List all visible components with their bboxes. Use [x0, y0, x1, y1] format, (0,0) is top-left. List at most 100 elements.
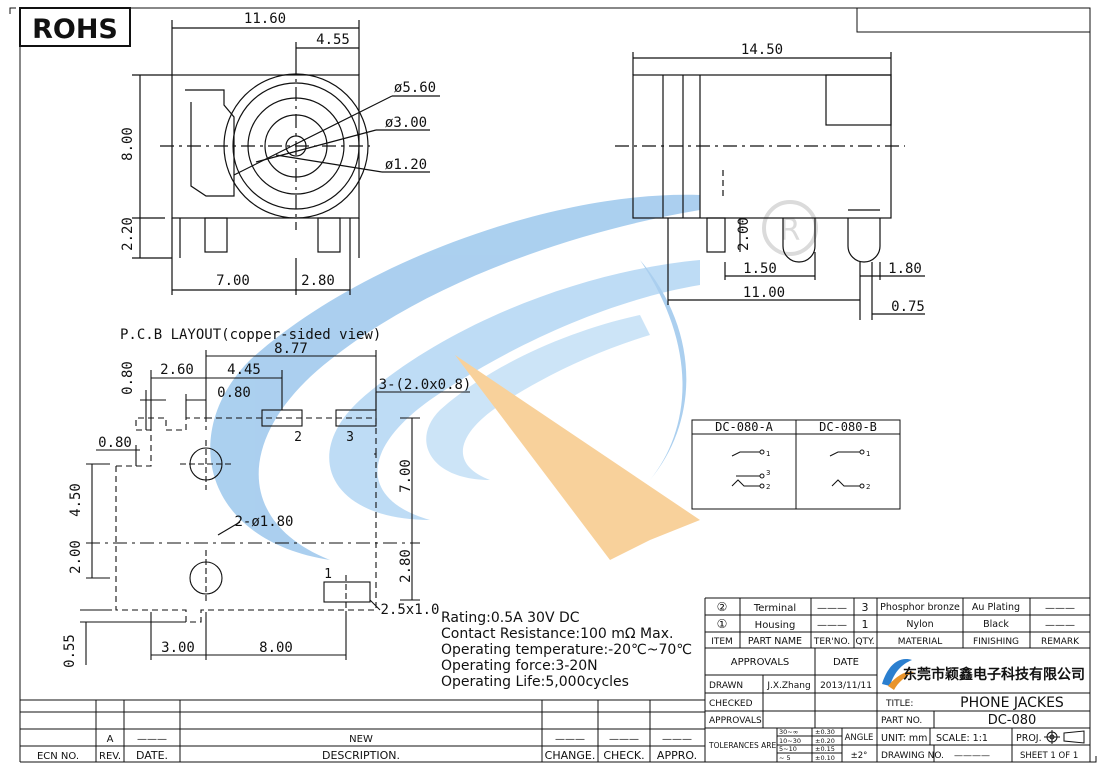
- dia-outer: ø5.60: [394, 80, 436, 96]
- part-no-label: PART NO.: [881, 716, 922, 726]
- title-block: APPROVALS DATE DRAWN J.X.Zhang 2013/11/1…: [708, 657, 1085, 762]
- rohs-label: ROHS: [32, 14, 118, 45]
- spec-list: Rating:0.5A 30V DC Contact Resistance:10…: [441, 610, 692, 690]
- dim-c: 11.00: [743, 285, 785, 301]
- spec-life: Operating Life:5,000cycles: [441, 674, 629, 690]
- drawn-by: J.X.Zhang: [766, 681, 810, 691]
- front-view-dims: 11.60 4.55 8.00 2.20 7.00 2.80 ø5.60 ø3.…: [120, 11, 436, 289]
- drawn-date: 2013/11/11: [820, 681, 872, 691]
- svg-text:Black: Black: [983, 619, 1009, 630]
- company-logo: [882, 659, 914, 690]
- title-block-grid: [705, 648, 1090, 763]
- svg-text:———: ———: [609, 734, 639, 745]
- title-value: PHONE JACKES: [960, 695, 1064, 711]
- svg-text:Au Plating: Au Plating: [972, 602, 1020, 613]
- svg-text:±0.30: ±0.30: [815, 728, 835, 736]
- svg-text:~ 5: ~ 5: [779, 754, 791, 762]
- svg-text:———: ———: [1045, 620, 1075, 631]
- pcb-title: P.C.B LAYOUT(copper-sided view): [120, 327, 381, 343]
- svg-text:2: 2: [866, 483, 870, 491]
- svg-text:———: ———: [1045, 603, 1075, 614]
- svg-text:3: 3: [766, 469, 770, 477]
- svg-text:QTY.: QTY.: [855, 637, 874, 647]
- bom-table: ② Terminal ——— 3 Phosphor bronze Au Plat…: [711, 600, 1080, 647]
- spec-resistance: Contact Resistance:100 mΩ Max.: [441, 626, 673, 642]
- tolerances-label: TOLERANCES ARE: [708, 741, 777, 750]
- dim-080-top: 0.80: [120, 361, 136, 395]
- drawing-no-label: DRAWING NO.: [881, 751, 944, 761]
- rohs-badge: ROHS: [19, 7, 131, 47]
- dim-pin-h: 2.00: [736, 217, 752, 251]
- svg-text:①: ①: [717, 617, 728, 631]
- svg-text:±0.15: ±0.15: [815, 745, 835, 753]
- svg-text:R: R: [780, 213, 801, 248]
- hdr-change: CHANGE.: [545, 749, 596, 762]
- hdr-appro: APPRO.: [657, 749, 697, 762]
- svg-text:———: ———: [662, 734, 692, 745]
- dim-445: 4.45: [227, 362, 261, 378]
- dim-d: 0.75: [891, 299, 925, 315]
- side-view-dims: 14.50 2.00 1.50 1.80 11.00 0.75: [736, 42, 925, 315]
- svg-text:FINISHING: FINISHING: [973, 637, 1019, 647]
- dim-offset: 4.55: [316, 32, 350, 48]
- pad-2: 2: [294, 430, 302, 445]
- dim-080-inner: 0.80: [217, 385, 251, 401]
- hdr-date: DATE.: [136, 749, 168, 762]
- pad-1: 1: [324, 567, 332, 582]
- svg-text:②: ②: [717, 600, 728, 614]
- dim-055: 0.55: [62, 634, 78, 668]
- watermark-logo: R: [210, 194, 818, 561]
- svg-text:5~10: 5~10: [779, 745, 797, 753]
- dim-700: 7.00: [398, 459, 414, 493]
- drawing-no-value: ————: [954, 751, 990, 761]
- dim-pitch-b: 2.80: [301, 273, 335, 289]
- svg-text:Terminal: Terminal: [753, 603, 796, 614]
- sheet-label: SHEET 1 OF 1: [1020, 751, 1078, 761]
- svg-text:MATERIAL: MATERIAL: [898, 637, 943, 647]
- svg-text:±0.20: ±0.20: [815, 737, 835, 745]
- angle-value: ±2°: [851, 751, 868, 761]
- dim-260: 2.60: [160, 362, 194, 378]
- scale-label: SCALE: 1:1: [936, 733, 988, 744]
- revision-text: A ——— NEW ——— ——— ——— ECN NO. REV. DATE.…: [37, 734, 697, 762]
- svg-text:———: ———: [817, 620, 847, 631]
- angle-label: ANGLE: [845, 733, 874, 743]
- revision-block: [19, 598, 706, 763]
- dim-pin-height: 2.20: [120, 217, 136, 251]
- hdr-ecn: ECN NO.: [37, 751, 79, 762]
- hdr-check: CHECK.: [603, 749, 644, 762]
- svg-text:30~∞: 30~∞: [779, 728, 798, 736]
- dim-280: 2.80: [398, 549, 414, 583]
- hole-note: 2-ø1.80: [234, 514, 293, 530]
- schematic-col-a: DC-080-A: [715, 420, 774, 434]
- approvals-label: APPROVALS: [709, 716, 762, 726]
- svg-text:Housing: Housing: [755, 620, 796, 631]
- hdr-description: DESCRIPTION.: [322, 749, 400, 762]
- dim-800: 8.00: [259, 640, 293, 656]
- front-view: [132, 20, 440, 295]
- svg-text:———: ———: [137, 734, 167, 745]
- dim-200: 2.00: [68, 540, 84, 574]
- dim-877: 8.77: [274, 341, 308, 357]
- svg-text:———: ———: [555, 734, 585, 745]
- svg-text:PART NAME: PART NAME: [748, 636, 802, 647]
- pcb-dims: 8.77 4.45 2.60 0.80 0.80 0.80 3-(2.0x0.8…: [62, 341, 471, 668]
- svg-text:Nylon: Nylon: [906, 619, 933, 630]
- spec-temperature: Operating temperature:-20℃~70℃: [441, 642, 692, 658]
- dim-pitch-a: 7.00: [216, 273, 250, 289]
- unit-label: UNIT: mm: [881, 733, 927, 744]
- svg-text:———: ———: [817, 603, 847, 614]
- dia-inner: ø1.20: [385, 157, 427, 173]
- svg-text:1: 1: [862, 618, 869, 631]
- dim-080-left: 0.80: [98, 435, 132, 451]
- pad-note: 3-(2.0x0.8): [379, 377, 472, 393]
- rev-letter: A: [107, 734, 114, 745]
- dim-width: 11.60: [244, 11, 286, 27]
- schematic-col-b: DC-080-B: [819, 420, 877, 434]
- svg-text:1: 1: [766, 450, 770, 458]
- schematic-table: [691, 419, 901, 510]
- projection-symbol-icon: [1044, 730, 1085, 744]
- svg-text:±0.10: ±0.10: [815, 754, 835, 762]
- checked-label: CHECKED: [709, 699, 753, 709]
